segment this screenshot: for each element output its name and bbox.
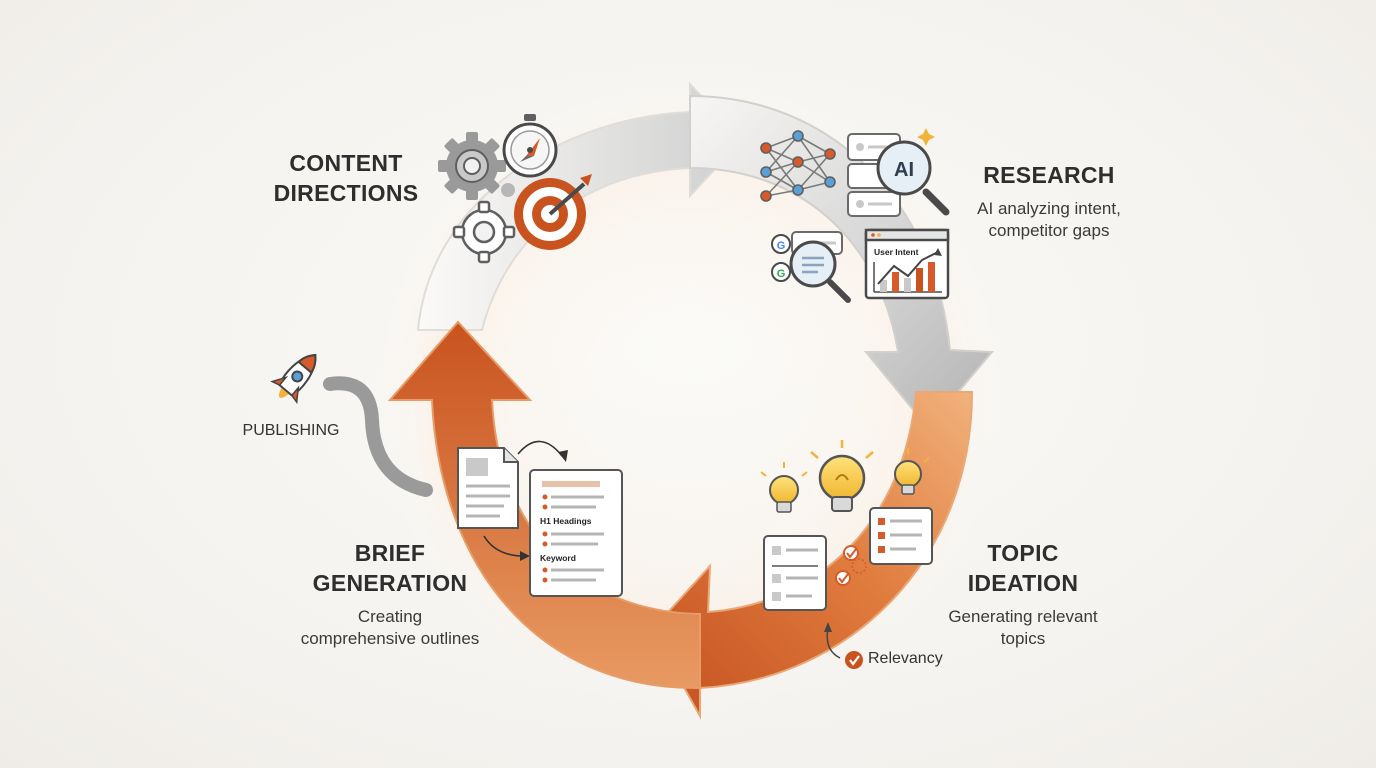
- target-icon: [514, 174, 592, 250]
- relevancy-text: Relevancy: [868, 650, 943, 667]
- cycle-arrow-gray-right: [689, 94, 995, 430]
- stage-description: Generating relevant: [948, 607, 1098, 626]
- stage-title: TOPIC: [987, 540, 1059, 566]
- lightbulb-icon: [760, 462, 808, 513]
- svg-text:User Intent: User Intent: [874, 247, 919, 257]
- stage-description: AI analyzing intent,: [977, 199, 1121, 218]
- flow-arrows: [483, 440, 568, 561]
- cycle-arrow-gray-top: [416, 81, 744, 331]
- brief-outline-icon: H1 Headings Keyword: [529, 469, 623, 597]
- ai-magnifier-icon: AI: [876, 128, 950, 216]
- svg-text:Keyword: Keyword: [540, 553, 576, 563]
- user-intent-chart-icon: User Intent: [864, 228, 950, 300]
- svg-text:G: G: [777, 268, 786, 280]
- small-gear-icon: [501, 183, 515, 197]
- stage-description: comprehensive outlines: [300, 629, 480, 648]
- publishing-label: PUBLISHING: [226, 422, 356, 440]
- rocket-icon: [270, 353, 317, 405]
- research-label: RESEARCH AI analyzing intent, competitor…: [944, 160, 1154, 242]
- stage-title: GENERATION: [312, 570, 468, 596]
- topic-card-icon: [869, 507, 933, 565]
- relevancy-pointer: [824, 622, 841, 659]
- content-directions-label: CONTENT DIRECTIONS: [248, 148, 444, 208]
- stage-description: topics: [1000, 629, 1046, 648]
- brief-generation-label: BRIEF GENERATION Creating comprehensive …: [268, 538, 512, 650]
- stage-description: competitor gaps: [988, 221, 1110, 240]
- svg-text:H1 Headings: H1 Headings: [540, 516, 592, 526]
- search-results-icon: G G: [771, 231, 851, 303]
- gear-icon: [438, 132, 506, 200]
- cycle-arrow-orange-bottom: [650, 391, 974, 720]
- topic-ideation-label: TOPIC IDEATION Generating relevant topic…: [918, 538, 1128, 650]
- stage-title: IDEATION: [967, 570, 1079, 596]
- document-icon: [457, 447, 519, 529]
- gear-icon: [452, 200, 516, 264]
- stage-title: CONTENT: [289, 150, 403, 176]
- stage-description: Creating: [357, 607, 423, 626]
- stage-title: DIRECTIONS: [273, 180, 419, 206]
- neural-network-icon: [760, 130, 836, 202]
- stage-title: BRIEF: [354, 540, 426, 566]
- svg-text:AI: AI: [894, 159, 914, 181]
- lightbulb-icon: [894, 448, 930, 495]
- checklist-icon: [763, 535, 867, 611]
- publishing-text: PUBLISHING: [242, 422, 340, 439]
- svg-text:G: G: [777, 240, 786, 252]
- publishing-connector: [323, 376, 433, 497]
- lightbulb-icon: [810, 440, 874, 512]
- stage-title: RESEARCH: [983, 162, 1115, 188]
- stopwatch-icon: [502, 114, 558, 178]
- check-circle-icon: [845, 651, 863, 669]
- relevancy-label: Relevancy: [868, 650, 978, 668]
